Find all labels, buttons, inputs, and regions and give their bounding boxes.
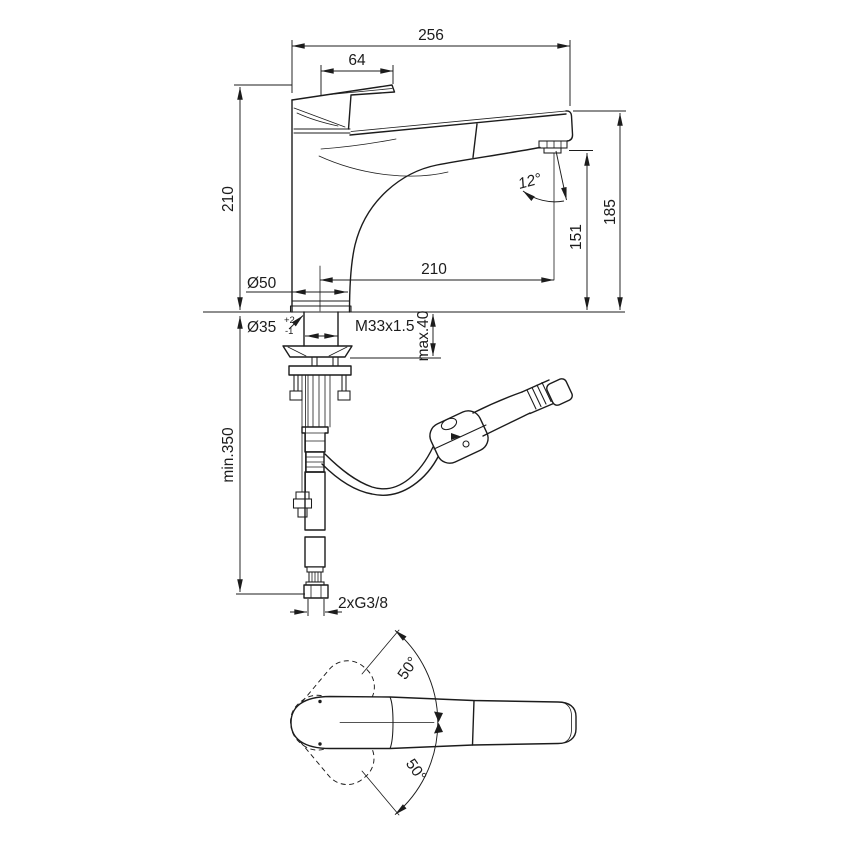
dim-spout-end-height: 185: [573, 110, 626, 311]
dim-hole-diameter: Ø35 +2 -1: [247, 315, 304, 337]
spray-head-end: [539, 110, 574, 149]
handle-dot-lower: [318, 742, 322, 746]
dim-label-185: 185: [602, 199, 619, 225]
dim-label-2xg38: 2xG3/8: [338, 595, 388, 612]
swing-arc-center-arrows: [434, 711, 443, 734]
pullout-spray-unit: [321, 378, 573, 496]
braided-hose-upper: [304, 471, 326, 531]
dim-overall-width: 256: [291, 27, 571, 106]
dim-height: 210: [220, 84, 292, 311]
dim-label-210-reach: 210: [421, 261, 447, 278]
dim-spray-angle: 12°: [516, 150, 567, 281]
dim-label-256: 256: [418, 27, 444, 44]
dim-deck-thickness: max.40: [350, 310, 441, 361]
dim-label-o35: Ø35: [247, 319, 276, 336]
dim-label-12deg: 12°: [516, 170, 543, 192]
hose-connector: [301, 426, 329, 473]
spout-head-joint-top: [471, 699, 475, 746]
dim-base-diameter: Ø50: [246, 275, 348, 295]
dim-shank-thread: M33x1.5: [305, 318, 414, 339]
dim-label-50-lower: 50°: [402, 756, 429, 785]
dim-handle-offset: 64: [320, 52, 394, 95]
head-end-inner-line: [560, 701, 572, 744]
dim-label-m33: M33x1.5: [355, 318, 414, 335]
spray-handle: [472, 378, 573, 437]
handle-dot-upper: [318, 699, 322, 704]
dim-label-o35-plus: +2: [284, 315, 295, 326]
threaded-shank: [303, 311, 339, 347]
dim-label-max40: max.40: [415, 310, 432, 361]
dim-hose-length: min.350: [220, 315, 305, 595]
handle-plan-view: 50° 50°: [290, 629, 577, 816]
handle-joint-ring: [293, 128, 351, 134]
flow-direction-arrow: [451, 433, 461, 440]
dim-label-151: 151: [568, 224, 585, 250]
dim-label-64: 64: [348, 52, 366, 69]
dim-label-50-upper: 50°: [395, 654, 422, 683]
side-valve-fitting: [292, 491, 313, 518]
braided-hose-lower: [304, 536, 326, 568]
lever-handle-side: [291, 84, 396, 130]
mounting-studs: [289, 374, 351, 401]
dim-spout-reach: 210: [319, 261, 555, 312]
spout-underside: [348, 146, 541, 313]
dim-label-min350: min.350: [220, 427, 237, 483]
pullout-joint-line: [472, 123, 478, 159]
mounting-flange: [282, 345, 353, 367]
dimensions: 256 64 210 185 151: [220, 27, 626, 616]
grip-ribs: [526, 381, 552, 410]
swing-arc: [394, 630, 439, 815]
dim-label-o50: Ø50: [247, 275, 277, 292]
dim-label-o35-minus: -1: [285, 326, 293, 337]
pullout-hose: [324, 446, 434, 490]
spray-nozzle: [538, 140, 568, 154]
faucet-side-view: [289, 84, 574, 313]
spray-end-cap: [546, 378, 573, 406]
hose-weight-body: [429, 410, 489, 464]
dim-supply-connection: 2xG3/8: [290, 595, 388, 616]
hose-end-fitting: [303, 566, 329, 599]
mounting-hardware: [282, 311, 353, 599]
dim-outlet-height: 151: [568, 150, 593, 311]
mounting-plate: [288, 365, 352, 376]
spout-top-edge: [349, 113, 567, 136]
dim-label-210-height: 210: [220, 186, 237, 212]
base-foot: [289, 300, 352, 313]
